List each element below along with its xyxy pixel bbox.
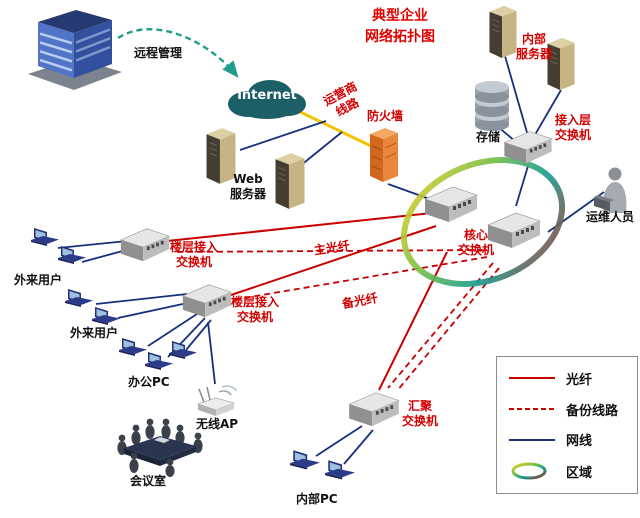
blue-solid-line-icon [509, 438, 555, 441]
legend-item-backup: 备份线路 [507, 400, 627, 419]
legend-label-cable: 网线 [566, 434, 593, 450]
legend-item-zone: 区域 [507, 461, 627, 481]
firewall-label: 防火墙 [366, 109, 403, 123]
legend-item-cable: 网线 [507, 430, 627, 449]
red-solid-line-icon [509, 377, 555, 380]
internal-server-label: 内部 服务器 [515, 32, 552, 61]
core-switch-label: 核心 交换机 [457, 228, 494, 257]
legend-label-fiber: 光纤 [566, 372, 593, 388]
laptop-icon [57, 245, 87, 269]
laptop-icon [64, 288, 94, 312]
access-layer-switch-icon [502, 127, 554, 167]
legend-item-fiber: 光纤 [507, 369, 627, 388]
storage-array-icon [470, 79, 514, 131]
firewall-icon [366, 126, 402, 184]
aggregation-switch-icon [347, 388, 401, 430]
meeting-room-icon [112, 412, 207, 478]
remote-mgmt-label: 远程管理 [134, 46, 183, 60]
core-zone-ring [400, 157, 566, 287]
external-user-2-label: 外来用户 [70, 326, 119, 340]
laptop-icon [30, 227, 60, 251]
internet-label: Internet [237, 88, 297, 103]
ops-staff-label: 运维人员 [586, 210, 635, 224]
backup-fiber-lines [172, 249, 500, 392]
legend: 光纤 备份线路 网线 区域 [496, 356, 638, 494]
core-switch-icon [423, 182, 479, 226]
web-server-tower-icon [272, 151, 308, 211]
floor-switch-1-label: 楼层接入 交换机 [169, 240, 218, 269]
access-switch-label: 接入层 交换机 [554, 113, 591, 142]
laptop-icon [168, 340, 198, 364]
carrier-line-link [291, 106, 372, 148]
laptop-icon [324, 459, 356, 485]
remote-mgmt-link [117, 28, 239, 78]
office-building-icon [22, 6, 127, 98]
meeting-room-label: 会议室 [130, 474, 167, 488]
ops-person-icon [590, 165, 634, 215]
storage-label: 存储 [476, 130, 501, 144]
zone-ring-icon [511, 462, 547, 480]
laptop-icon [289, 449, 321, 475]
floor-access-switch-icon [119, 224, 171, 265]
page-title: 典型企业 网络拓扑图 [365, 8, 435, 45]
floor-access-switch-icon [181, 280, 233, 321]
legend-label-zone: 区域 [566, 465, 593, 481]
red-dashed-line-icon [509, 408, 555, 411]
floor-switch-2-label: 楼层接入 交换机 [230, 295, 279, 324]
wireless-ap-label: 无线AP [196, 417, 239, 431]
web-server-label: Web 服务器 [229, 172, 266, 201]
legend-label-backup: 备份线路 [566, 403, 619, 419]
network-cable-lines [57, 55, 605, 465]
office-pc-label: 办公PC [128, 375, 170, 389]
external-user-1-label: 外来用户 [14, 273, 63, 287]
aggregation-switch-label: 汇聚 交换机 [401, 399, 438, 428]
internet-cloud: Internet [224, 74, 310, 124]
internal-pc-label: 内部PC [296, 492, 338, 506]
